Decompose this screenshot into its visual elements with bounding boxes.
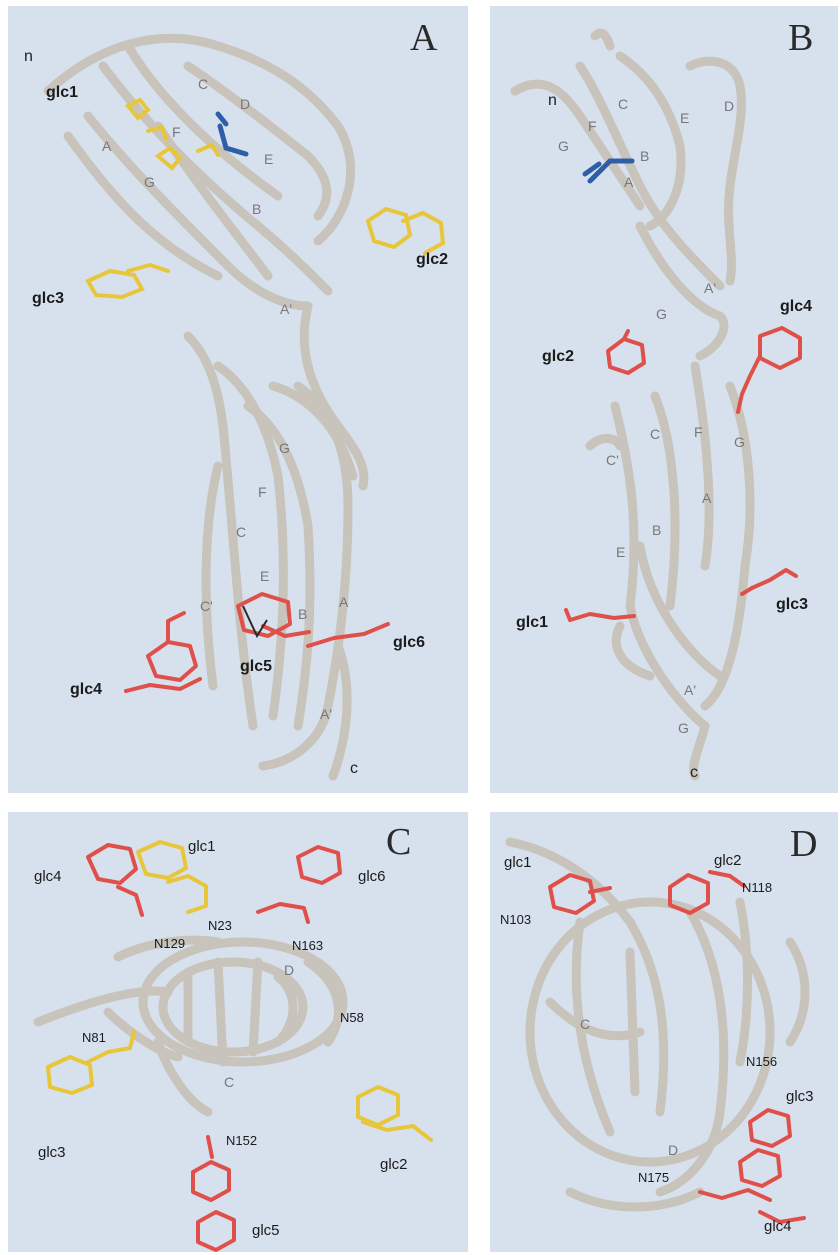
glycan-label: glc1 (46, 84, 78, 102)
strand-label: F (172, 124, 181, 140)
panel-d: D glc1 glc2 glc3 glc4 N103 N118 N156 N17… (490, 812, 838, 1252)
panel-a: A n c glc1 glc2 glc3 glc4 glc5 glc6 A C … (8, 6, 468, 793)
strand-label: C (224, 1074, 234, 1090)
strand-label: G (144, 174, 155, 190)
glycan-label: glc3 (38, 1144, 66, 1161)
strand-label: F (694, 424, 703, 440)
glycan-label: glc6 (358, 868, 386, 885)
glycan-label: glc4 (780, 298, 812, 316)
panel-b: B n c glc2 glc4 glc1 glc3 C D E F G B A … (490, 6, 838, 793)
glycan-label: glc3 (32, 290, 64, 308)
panel-c-structure (8, 812, 468, 1252)
residue-label: N129 (154, 936, 185, 951)
strand-label: G (678, 720, 689, 736)
glycan-label: glc1 (188, 838, 216, 855)
panel-c-letter: C (386, 820, 411, 864)
glycan-label: glc3 (776, 596, 808, 614)
residue-label: N152 (226, 1133, 257, 1148)
strand-label: B (652, 522, 661, 538)
glycan-label: glc5 (240, 658, 272, 676)
panel-c: C glc1 glc4 glc6 glc3 glc2 glc5 N129 N23… (8, 812, 468, 1252)
strand-label: C (580, 1016, 590, 1032)
c-terminus-label: c (350, 760, 358, 778)
strand-label: C (236, 524, 246, 540)
strand-label: A' (704, 280, 716, 296)
strand-label: F (258, 484, 267, 500)
strand-label: B (298, 606, 307, 622)
strand-label: B (640, 148, 649, 164)
c-terminus-label: c (690, 764, 698, 782)
strand-label: D (240, 96, 250, 112)
panel-a-structure (8, 6, 468, 793)
glycan-label: glc1 (516, 614, 548, 632)
glycan-label: glc4 (34, 868, 62, 885)
strand-label: G (558, 138, 569, 154)
residue-label: N175 (638, 1170, 669, 1185)
glycan-label: glc4 (764, 1218, 792, 1235)
glycan-label: glc2 (714, 852, 742, 869)
glycan-label: glc2 (542, 348, 574, 366)
strand-label: C (198, 76, 208, 92)
strand-label: A (624, 174, 633, 190)
residue-label: N163 (292, 938, 323, 953)
strand-label: E (264, 151, 273, 167)
strand-label: F (588, 118, 597, 134)
strand-label: A' (684, 682, 696, 698)
strand-label: A (702, 490, 711, 506)
glycan-label: glc2 (416, 251, 448, 269)
strand-label: E (616, 544, 625, 560)
panel-d-structure (490, 812, 838, 1252)
strand-label: C (618, 96, 628, 112)
panel-d-letter: D (790, 822, 817, 866)
strand-label: G (279, 440, 290, 456)
residue-label: N156 (746, 1054, 777, 1069)
residue-label: N118 (742, 880, 772, 895)
strand-label: C (650, 426, 660, 442)
residue-label: N23 (208, 918, 232, 933)
strand-label: E (260, 568, 269, 584)
strand-label: G (734, 434, 745, 450)
residue-label: N103 (500, 912, 531, 927)
residue-label: N58 (340, 1010, 364, 1025)
strand-label: G (656, 306, 667, 322)
strand-label: B (252, 201, 261, 217)
n-terminus-label: n (548, 92, 557, 110)
strand-label: C' (606, 452, 619, 468)
panel-b-structure (490, 6, 838, 793)
strand-label: A (102, 138, 111, 154)
glycan-label: glc1 (504, 854, 532, 871)
glycan-label: glc4 (70, 681, 102, 699)
strand-label: C' (200, 598, 213, 614)
strand-label: D (668, 1142, 678, 1158)
panel-b-letter: B (788, 16, 813, 60)
glycan-label: glc6 (393, 634, 425, 652)
strand-label: A (339, 594, 348, 610)
glycan-label: glc3 (786, 1088, 814, 1105)
glycan-label: glc2 (380, 1156, 408, 1173)
strand-label: E (680, 110, 689, 126)
strand-label: A' (280, 301, 292, 317)
panel-a-letter: A (410, 16, 437, 60)
glycan-label: glc5 (252, 1222, 280, 1239)
n-terminus-label: n (24, 48, 33, 66)
strand-label: D (724, 98, 734, 114)
strand-label: D (284, 962, 294, 978)
strand-label: A' (320, 706, 332, 722)
residue-label: N81 (82, 1030, 106, 1045)
